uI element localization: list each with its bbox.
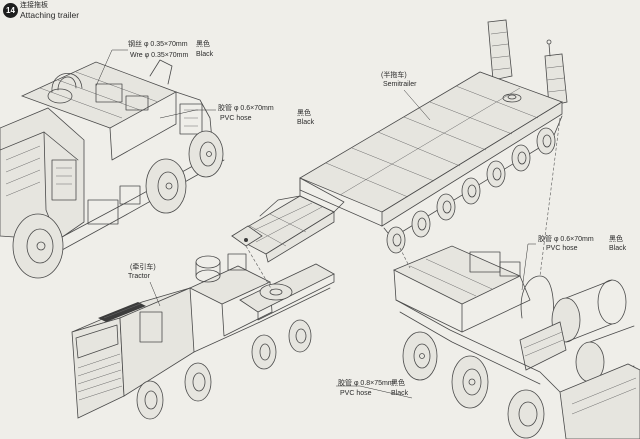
tractor — [71, 253, 335, 420]
semitrailer-wheels — [386, 127, 556, 254]
tractor-label-en: Tractor — [128, 273, 150, 280]
tractor-label-cn: (牵引车) — [130, 264, 156, 271]
hose-right-color-cn: 黑色 — [609, 236, 623, 243]
wire-color-cn: 黑色 — [196, 41, 210, 48]
hose-bottom-label-en: PVC hose — [340, 390, 372, 397]
tractor-detail — [393, 245, 640, 439]
truck-top-left — [0, 59, 225, 279]
hose-right-label-cn: 胶管 φ 0.6×70mm — [538, 236, 594, 243]
semitrailer — [231, 19, 568, 263]
hose-right-color-en: Black — [609, 245, 627, 252]
leader-lines — [95, 49, 561, 399]
wire-label-en: Wre φ 0.35×70mm — [130, 52, 189, 59]
step-title-en: Attaching trailer — [20, 10, 80, 20]
semitrailer-label-cn: (半拖车) — [381, 72, 407, 79]
hose-bottom-color-en: Black — [391, 390, 409, 397]
step-number-badge: 14 — [3, 3, 18, 18]
step-title-cn: 连接拖板 — [20, 2, 48, 9]
hose-left-color-en: Black — [297, 119, 315, 126]
hose-left-color-cn: 黑色 — [297, 110, 311, 117]
wire-label-cn: 钢丝 φ 0.35×70mm — [128, 41, 188, 48]
hose-bottom-label-cn: 胶管 φ 0.8×75mm — [338, 380, 394, 387]
hose-left-label-en: PVC hose — [220, 115, 252, 122]
hose-left-label-cn: 胶管 φ 0.6×70mm — [218, 105, 274, 112]
hose-right-label-en: PVC hose — [546, 245, 578, 252]
semitrailer-label-en: Semitrailer — [383, 81, 417, 88]
hose-bottom-color-cn: 黑色 — [391, 380, 405, 387]
wire-color-en: Black — [196, 51, 214, 58]
